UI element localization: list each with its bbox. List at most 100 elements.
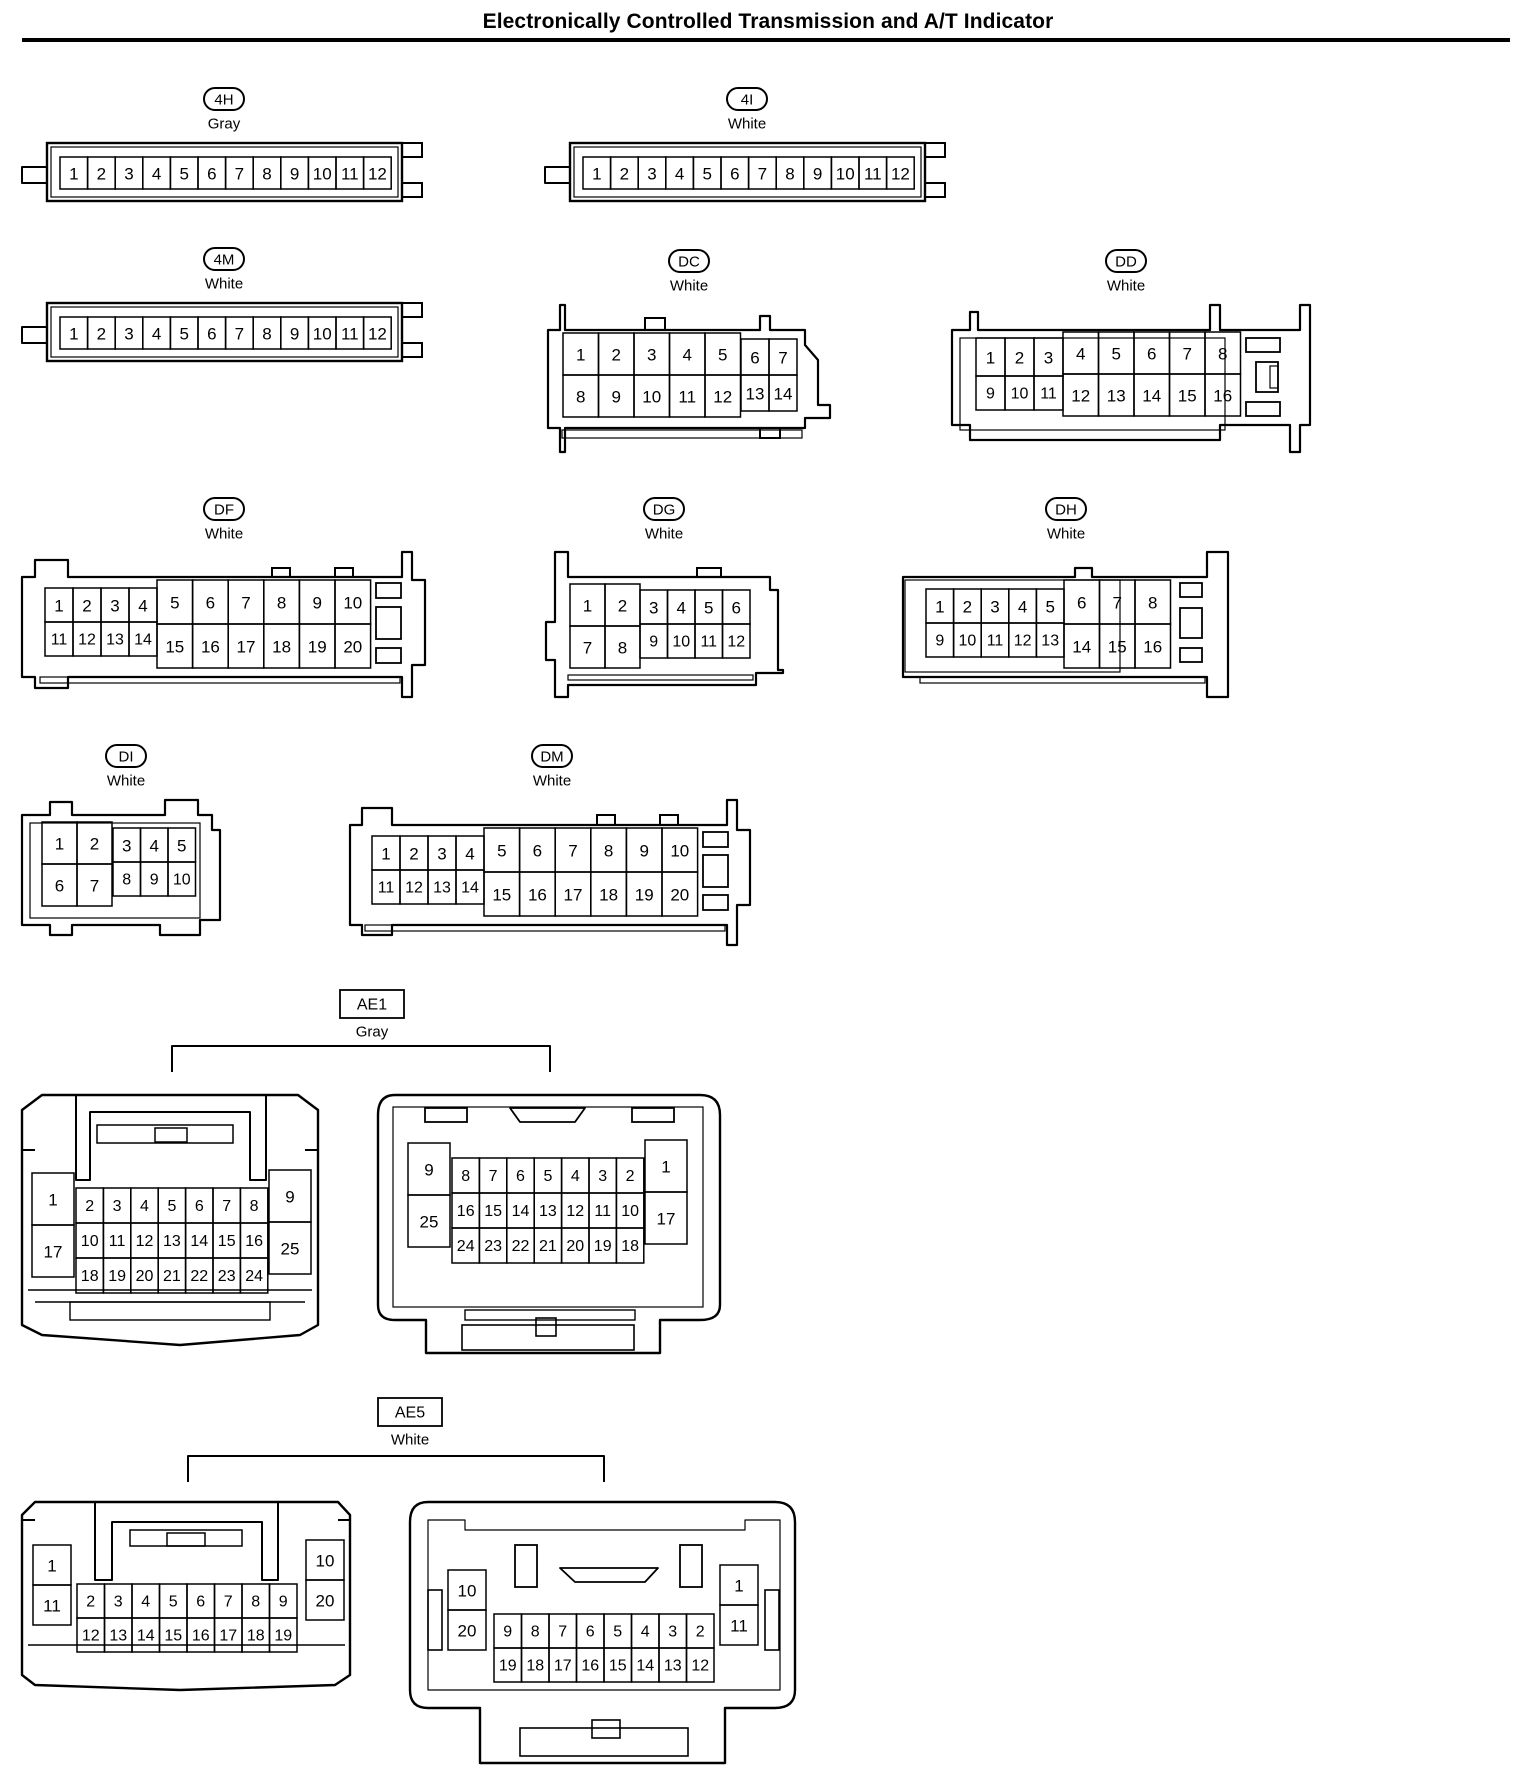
pin-number: 8: [262, 165, 271, 184]
housing-outline: [764, 1589, 780, 1651]
pin-number: 1: [381, 845, 390, 864]
pin-number: 3: [668, 1624, 677, 1641]
pin-number: 12: [368, 325, 387, 344]
pin-number: 14: [461, 880, 479, 897]
connector-color: Gray: [208, 116, 241, 133]
pin-number: 7: [235, 165, 244, 184]
pin-number: 9: [290, 165, 299, 184]
pin-number: 5: [704, 599, 713, 618]
pin-number: 5: [1112, 345, 1121, 364]
housing-outline: [89, 1112, 251, 1180]
pin-number: 19: [274, 1628, 292, 1645]
pin-number: 17: [237, 638, 256, 657]
pin-cell: [167, 861, 197, 897]
pin-number: 3: [598, 1168, 607, 1185]
pin-number: 5: [1045, 598, 1054, 617]
pin-number: 6: [195, 1198, 204, 1215]
pin-number: 15: [218, 1233, 236, 1250]
housing-outline: [375, 647, 402, 664]
pin-number: 4: [641, 1624, 650, 1641]
pin-number: 18: [81, 1268, 99, 1285]
pin-cell: [32, 1584, 72, 1626]
pin-number: 11: [700, 634, 717, 651]
pin-number: 10: [313, 165, 332, 184]
connector-code: DM: [540, 749, 563, 766]
pin-number: 2: [618, 597, 627, 616]
connector-color: White: [391, 1432, 429, 1449]
pin-number: 6: [732, 599, 741, 618]
connector-color: White: [205, 526, 243, 543]
housing-outline: [21, 326, 47, 344]
pin-number: 6: [207, 165, 216, 184]
pin-number: 5: [543, 1168, 552, 1185]
pin-number: 5: [177, 837, 186, 856]
pin-number: 18: [621, 1238, 639, 1255]
pin-number: 9: [285, 1188, 294, 1207]
housing-outline: [702, 894, 729, 911]
pin-number: 15: [484, 1203, 502, 1220]
pin-number: 2: [696, 1624, 705, 1641]
pin-number: 17: [219, 1628, 237, 1645]
pin-number: 9: [986, 386, 995, 403]
title-rule: [22, 38, 1510, 42]
pin-number: 12: [1014, 633, 1032, 650]
housing-outline: [1179, 647, 1203, 663]
pin-number: 21: [163, 1268, 181, 1285]
pin-number: 8: [262, 325, 271, 344]
pin-number: 9: [639, 842, 648, 861]
pin-number: 10: [458, 1582, 477, 1601]
connector-code: AE5: [395, 1405, 425, 1422]
pin-number: 3: [649, 599, 658, 618]
pin-number: 13: [163, 1233, 181, 1250]
pin-number: 1: [734, 1577, 743, 1596]
pin-number: 5: [497, 842, 506, 861]
pin-number: 5: [179, 325, 188, 344]
pin-number: 1: [69, 165, 78, 184]
pin-number: 10: [836, 165, 855, 184]
pin-cell: [31, 1224, 75, 1278]
pin-number: 8: [277, 594, 286, 613]
pin-number: 16: [528, 886, 547, 905]
pin-cell: [768, 374, 798, 412]
pin-number: 6: [1077, 594, 1086, 613]
pin-number: 9: [150, 872, 159, 889]
connector-color: White: [1107, 278, 1145, 295]
pin-number: 6: [207, 325, 216, 344]
pin-number: 12: [136, 1233, 154, 1250]
pin-number: 10: [1011, 386, 1029, 403]
pin-number: 9: [813, 165, 822, 184]
pin-number: 5: [718, 346, 727, 365]
pin-number: 13: [664, 1658, 682, 1675]
pin-number: 7: [222, 1198, 231, 1215]
housing-outline: [1269, 365, 1279, 389]
pin-number: 11: [987, 633, 1004, 650]
pin-number: 8: [251, 1594, 260, 1611]
pin-number: 3: [122, 837, 131, 856]
pin-number: 9: [290, 325, 299, 344]
housing-outline: [591, 1719, 621, 1739]
pin-number: 7: [489, 1168, 498, 1185]
pin-number: 2: [90, 835, 99, 854]
pin-number: 21: [539, 1238, 557, 1255]
pin-number: 5: [702, 165, 711, 184]
housing-outline: [424, 1107, 468, 1123]
housing-outline: [427, 1519, 781, 1691]
connector-color: White: [670, 278, 708, 295]
housing-outline: [401, 342, 423, 358]
connector-color: White: [645, 526, 683, 543]
pin-number: 1: [55, 835, 64, 854]
pin-number: 11: [51, 632, 68, 649]
pin-number: 11: [341, 325, 359, 344]
pin-number: 2: [963, 598, 972, 617]
pin-number: 18: [526, 1658, 544, 1675]
pin-number: 18: [599, 886, 618, 905]
connector-color: White: [1047, 526, 1085, 543]
pin-number: 7: [1183, 345, 1192, 364]
housing-outline: [29, 822, 201, 919]
pin-number: 2: [86, 1594, 95, 1611]
housing-outline: [544, 550, 785, 699]
pin-number: 23: [484, 1238, 502, 1255]
bracket-line: [187, 1455, 605, 1482]
connector-code-pill: [643, 497, 685, 521]
